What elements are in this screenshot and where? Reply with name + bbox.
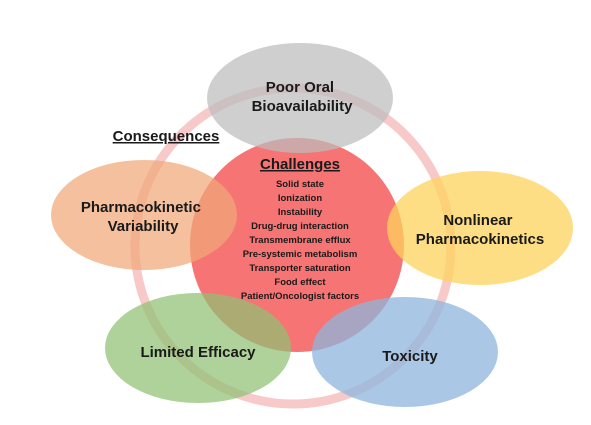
toxicity-label: Toxicity (382, 348, 438, 365)
challenges-list: Solid state Ionization Instability Drug-… (241, 179, 359, 302)
challenge-item: Patient/Oncologist factors (241, 291, 359, 302)
nonlinear-pharmacokinetics-ellipse (387, 171, 573, 285)
challenge-item: Ionization (278, 193, 323, 204)
challenges-title: Challenges (260, 156, 340, 173)
consequences-heading: Consequences (113, 128, 220, 145)
limited-efficacy-ellipse (105, 293, 291, 403)
challenge-item: Pre-systemic metabolism (243, 249, 358, 260)
challenge-item: Transmembrane efflux (249, 235, 351, 246)
challenge-item: Solid state (276, 179, 324, 190)
pharmacokinetic-variability-ellipse (51, 160, 237, 270)
challenges-circle (190, 138, 404, 352)
toxicity-ellipse (312, 297, 498, 407)
poor-oral-bioavailability-ellipse (207, 43, 393, 153)
challenge-item: Food effect (274, 277, 326, 288)
limited-efficacy-label: Limited Efficacy (140, 344, 256, 361)
challenge-item: Transporter saturation (249, 263, 351, 274)
nonlinear-pharmacokinetics-label: Nonlinear Pharmacokinetics (416, 212, 544, 248)
pharmacokinetic-variability-label: Pharmacokinetic Variability (81, 199, 205, 235)
poor-oral-bioavailability-label: Poor Oral Bioavailability (252, 79, 354, 115)
challenge-item: Drug-drug interaction (251, 221, 349, 232)
challenge-item: Instability (278, 207, 323, 218)
